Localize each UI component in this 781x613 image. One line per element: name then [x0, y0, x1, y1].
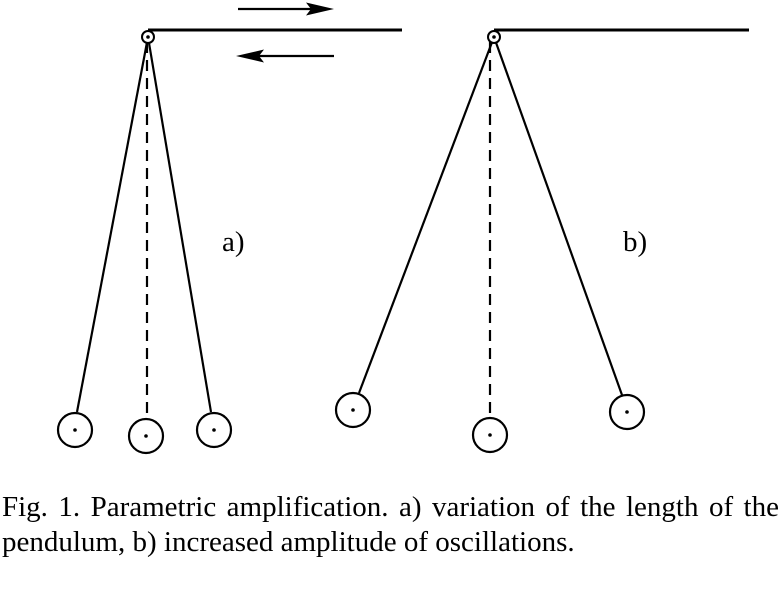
- arrow-left-icon: [236, 49, 334, 63]
- pendulum-bob-left-a: [56, 411, 94, 449]
- pendulum-bob-center-b: [471, 416, 509, 454]
- panel-a: a): [56, 2, 402, 455]
- panel-a-label: a): [222, 226, 245, 258]
- arrow-right-icon: [238, 2, 334, 16]
- pendulum-string-right-b: [492, 36, 624, 396]
- pivot-icon-a: [141, 30, 155, 44]
- pivot-icon-b: [487, 30, 501, 44]
- pendulum-string-left-a: [75, 36, 150, 413]
- figure-caption: Fig. 1. Parametric amplification. a) var…: [2, 491, 779, 558]
- pendulum-string-right-a: [146, 36, 213, 413]
- pendulum-bob-left-b: [334, 391, 372, 429]
- pendulum-bob-center-a: [127, 417, 165, 455]
- panel-b: b): [334, 28, 749, 454]
- pendulum-bob-right-b: [608, 393, 646, 431]
- panel-b-label: b): [623, 226, 647, 258]
- pendulum-diagram: a) b): [56, 2, 749, 455]
- pendulum-string-left-b: [357, 36, 496, 394]
- pendulum-bob-right-a: [195, 411, 233, 449]
